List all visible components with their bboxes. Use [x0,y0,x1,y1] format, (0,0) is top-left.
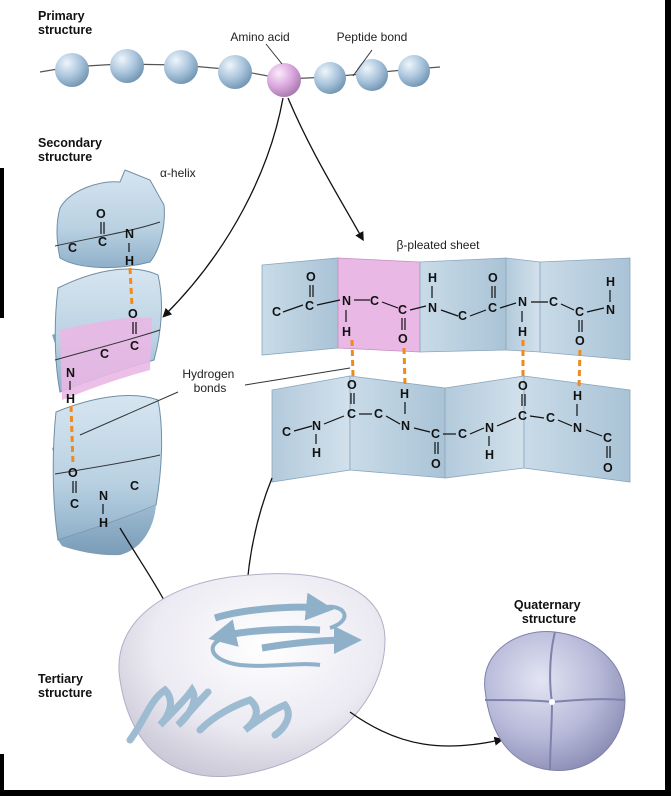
edge-bar [0,790,671,796]
svg-text:C: C [98,235,107,249]
svg-text:N: N [66,366,75,380]
helix-chemistry: C C O N H O C C N H O C N H C [66,207,139,530]
svg-text:O: O [518,379,528,393]
svg-text:N: N [342,294,351,308]
svg-text:H: H [573,389,582,403]
hydrogen-bond [402,347,407,386]
quaternary-structure-title: Quaternary structure [514,598,584,626]
quaternary-structure [484,631,626,772]
svg-text:H: H [312,446,321,460]
svg-text:H: H [518,325,527,339]
svg-text:C: C [431,427,440,441]
svg-text:H: H [606,275,615,289]
hydrogen-bonds-label: Hydrogen bonds [182,367,237,395]
svg-text:C: C [130,479,139,493]
svg-text:N: N [99,489,108,503]
arrow-icon [349,711,504,747]
svg-text:O: O [398,332,408,346]
svg-text:C: C [68,241,77,255]
svg-text:C: C [130,339,139,353]
edge-bar [0,754,4,796]
peptide-bond-label: Peptide bond [337,30,408,44]
svg-text:C: C [603,431,612,445]
alpha-helix-label: α-helix [160,166,196,180]
svg-text:C: C [488,301,497,315]
svg-text:H: H [485,448,494,462]
svg-text:C: C [370,294,379,308]
beta-sheet-upper-chemistry: C C O N H C C O N H C C O [272,270,615,348]
svg-text:C: C [100,347,109,361]
alpha-helix [52,169,165,556]
svg-text:O: O [603,461,613,475]
svg-text:O: O [347,378,357,392]
amino-acid-bead [55,53,89,87]
tertiary-structure [118,573,386,777]
amino-acid-bead [110,49,144,83]
amino-acid-bead-highlighted [267,63,301,97]
svg-text:C: C [398,303,407,317]
svg-text:H: H [400,387,409,401]
svg-text:C: C [518,409,527,423]
svg-text:C: C [272,305,281,319]
hydrogen-bond [128,267,134,307]
svg-text:N: N [485,421,494,435]
primary-chain [39,43,441,97]
svg-text:H: H [342,325,351,339]
svg-text:N: N [428,301,437,315]
svg-text:N: N [518,295,527,309]
svg-text:O: O [306,270,316,284]
svg-text:C: C [282,425,291,439]
amino-acid-bead [218,55,252,89]
svg-text:O: O [488,271,498,285]
svg-text:C: C [305,299,314,313]
amino-acid-label: Amino acid [230,30,289,44]
amino-acid-bead [356,59,388,91]
svg-text:O: O [431,457,441,471]
svg-text:C: C [549,295,558,309]
svg-text:N: N [125,227,134,241]
hydrogen-bond [577,349,582,388]
svg-text:N: N [606,303,615,317]
svg-text:O: O [96,207,106,221]
beta-sheet-lower-chemistry: C N H C O C N H C O C N H [282,378,613,475]
svg-text:N: N [312,419,321,433]
primary-structure-title: Primary structure [38,9,92,37]
arrow-icon [287,97,364,242]
arrow-icon [162,97,284,318]
beta-sheet-label: β-pleated sheet [397,238,481,252]
svg-text:C: C [70,497,79,511]
svg-text:O: O [575,334,585,348]
amino-acid-bead [164,50,198,84]
beta-sheet [261,257,631,483]
svg-text:O: O [128,307,138,321]
svg-text:C: C [458,309,467,323]
amino-acid-bead [314,62,346,94]
svg-text:C: C [347,407,356,421]
hydrogen-bond [350,339,355,377]
svg-text:O: O [68,466,78,480]
svg-text:H: H [125,254,134,268]
svg-text:H: H [99,516,108,530]
svg-text:C: C [458,427,467,441]
tertiary-structure-title: Tertiary structure [38,672,92,700]
svg-text:N: N [401,419,410,433]
edge-bar [0,168,4,318]
svg-text:C: C [374,407,383,421]
svg-text:N: N [573,421,582,435]
secondary-structure-title: Secondary structure [38,136,105,164]
svg-text:C: C [575,305,584,319]
amino-acid-bead [398,55,430,87]
svg-text:H: H [66,392,75,406]
svg-text:C: C [546,411,555,425]
svg-text:H: H [428,271,437,285]
